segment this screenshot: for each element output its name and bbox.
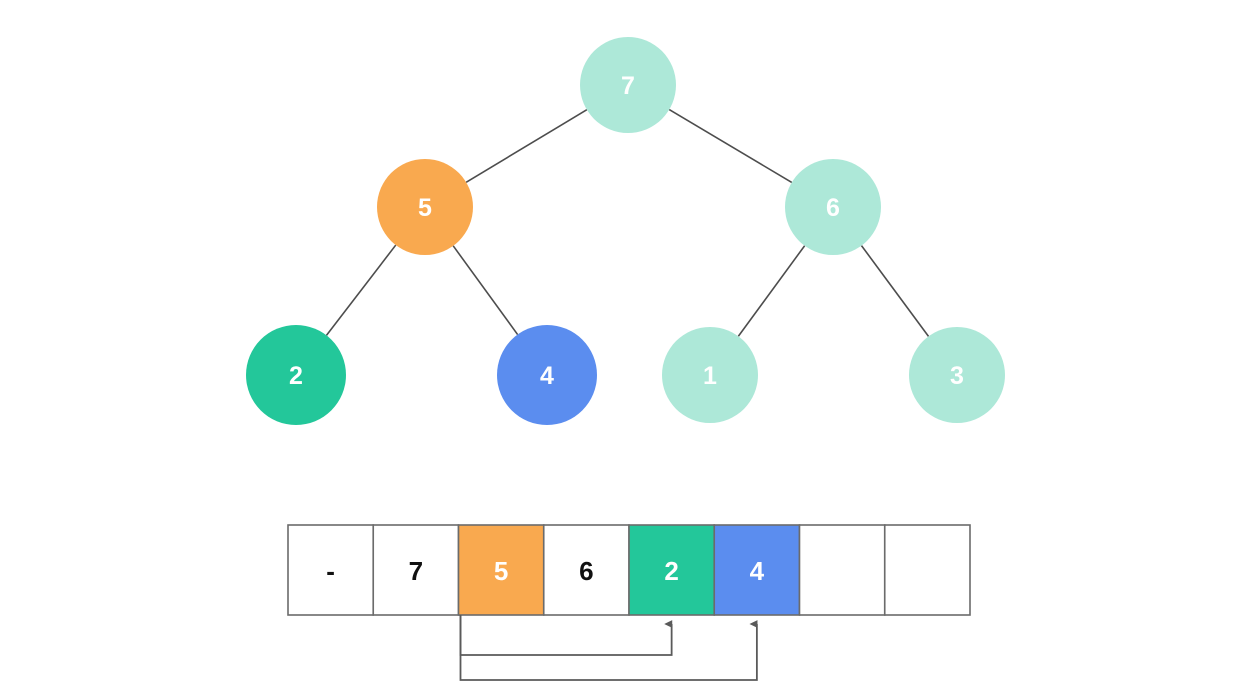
- array-cell-rect-5: [713, 524, 801, 616]
- array-cell-0[interactable]: -: [287, 524, 375, 616]
- left-child-pointer: [459, 615, 673, 656]
- tree-edge-n5-n4: [452, 245, 519, 336]
- array-cell-3[interactable]: 6: [542, 524, 630, 616]
- tree-edge-n5-n2: [325, 244, 397, 336]
- array-cell-rect-3: [542, 524, 630, 616]
- array-cell-rect-7: [883, 524, 971, 616]
- array-cell-7[interactable]: [883, 524, 971, 616]
- array-cell-rect-0: [287, 524, 375, 616]
- array-cell-2[interactable]: 5: [457, 524, 545, 616]
- tree-edge-n7-n6: [668, 108, 793, 184]
- node-circle-1: [662, 327, 758, 423]
- tree-edge-n6-n1: [737, 245, 806, 337]
- tree-node-7[interactable]: 7: [580, 37, 676, 133]
- node-circle-7: [580, 37, 676, 133]
- array-cell-rect-6: [798, 524, 886, 616]
- tree-edges: [325, 108, 930, 337]
- node-circle-5: [377, 159, 473, 255]
- tree-node-5[interactable]: 5: [377, 159, 473, 255]
- array-cell-1[interactable]: 7: [372, 524, 460, 616]
- node-circle-2: [246, 325, 346, 425]
- array-cell-rect-2: [457, 524, 545, 616]
- tree-node-6[interactable]: 6: [785, 159, 881, 255]
- array-cell-5[interactable]: 4: [713, 524, 801, 616]
- right-child-pointer: [459, 615, 758, 681]
- node-circle-4: [497, 325, 597, 425]
- array-cell-4[interactable]: 2: [628, 524, 716, 616]
- tree-node-4[interactable]: 4: [497, 325, 597, 425]
- tree-node-1[interactable]: 1: [662, 327, 758, 423]
- tree-node-2[interactable]: 2: [246, 325, 346, 425]
- array-cell-rect-4: [628, 524, 716, 616]
- node-circle-3: [909, 327, 1005, 423]
- array-cell-6[interactable]: [798, 524, 886, 616]
- tree-node-3[interactable]: 3: [909, 327, 1005, 423]
- tree-edge-n7-n5: [465, 109, 588, 183]
- node-circle-6: [785, 159, 881, 255]
- tree-edge-n6-n3: [860, 245, 930, 337]
- array-cell-rect-1: [372, 524, 460, 616]
- array-pointers: [459, 615, 758, 681]
